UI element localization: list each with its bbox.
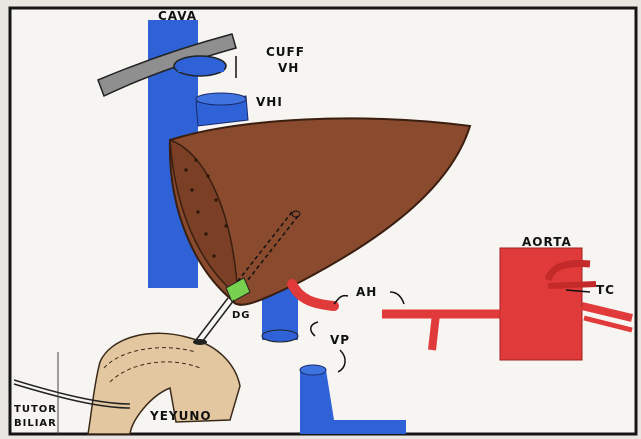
portal-vein-end <box>262 330 298 342</box>
vh-cuff-body <box>176 64 224 72</box>
label-aorta: AORTA <box>522 235 572 249</box>
anastomosis-ring <box>193 339 207 345</box>
label-vhi: VHI <box>256 95 283 109</box>
label-tc: TC <box>596 283 615 297</box>
label-vh: VH <box>278 61 299 75</box>
label-cuff: CUFF <box>266 45 305 59</box>
label-vp: VP <box>330 333 350 347</box>
tc-branch-mid <box>548 284 596 286</box>
vhi-opening <box>196 93 246 105</box>
label-ah: AH <box>356 285 377 299</box>
label-yeyuno: YEYUNO <box>149 409 212 423</box>
artery-branch-down <box>432 314 436 350</box>
vp-opening <box>300 365 326 375</box>
label-cava: CAVA <box>158 9 197 23</box>
label-tutor-1: TUTOR <box>14 404 57 415</box>
label-tutor-2: BILIAR <box>14 418 57 429</box>
label-dg: DG <box>232 310 251 321</box>
